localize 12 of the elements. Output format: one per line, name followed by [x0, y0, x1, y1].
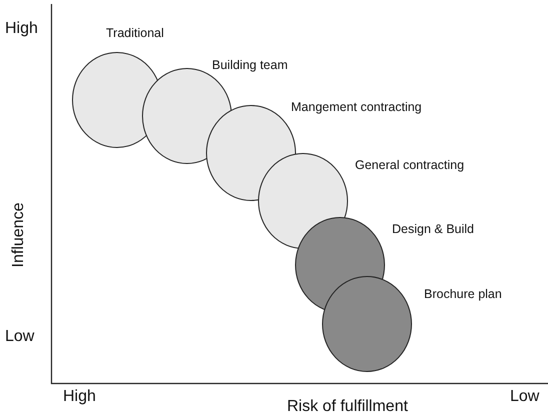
- category-label: Traditional: [106, 26, 164, 40]
- axis-tick-label: Low: [510, 388, 540, 406]
- axis-tick-label: High: [63, 388, 96, 406]
- category-label: General contracting: [355, 158, 464, 172]
- category-label: Building team: [212, 58, 288, 72]
- axis-tick-label: Low: [5, 328, 34, 346]
- axis-tick-label: High: [5, 20, 38, 38]
- category-label: Design & Build: [392, 222, 474, 236]
- axis-title: Risk of fulfillment: [287, 398, 408, 416]
- category-label: Brochure plan: [424, 287, 502, 301]
- axis-title: Influence: [10, 202, 28, 268]
- category-label: Mangement contracting: [291, 100, 422, 114]
